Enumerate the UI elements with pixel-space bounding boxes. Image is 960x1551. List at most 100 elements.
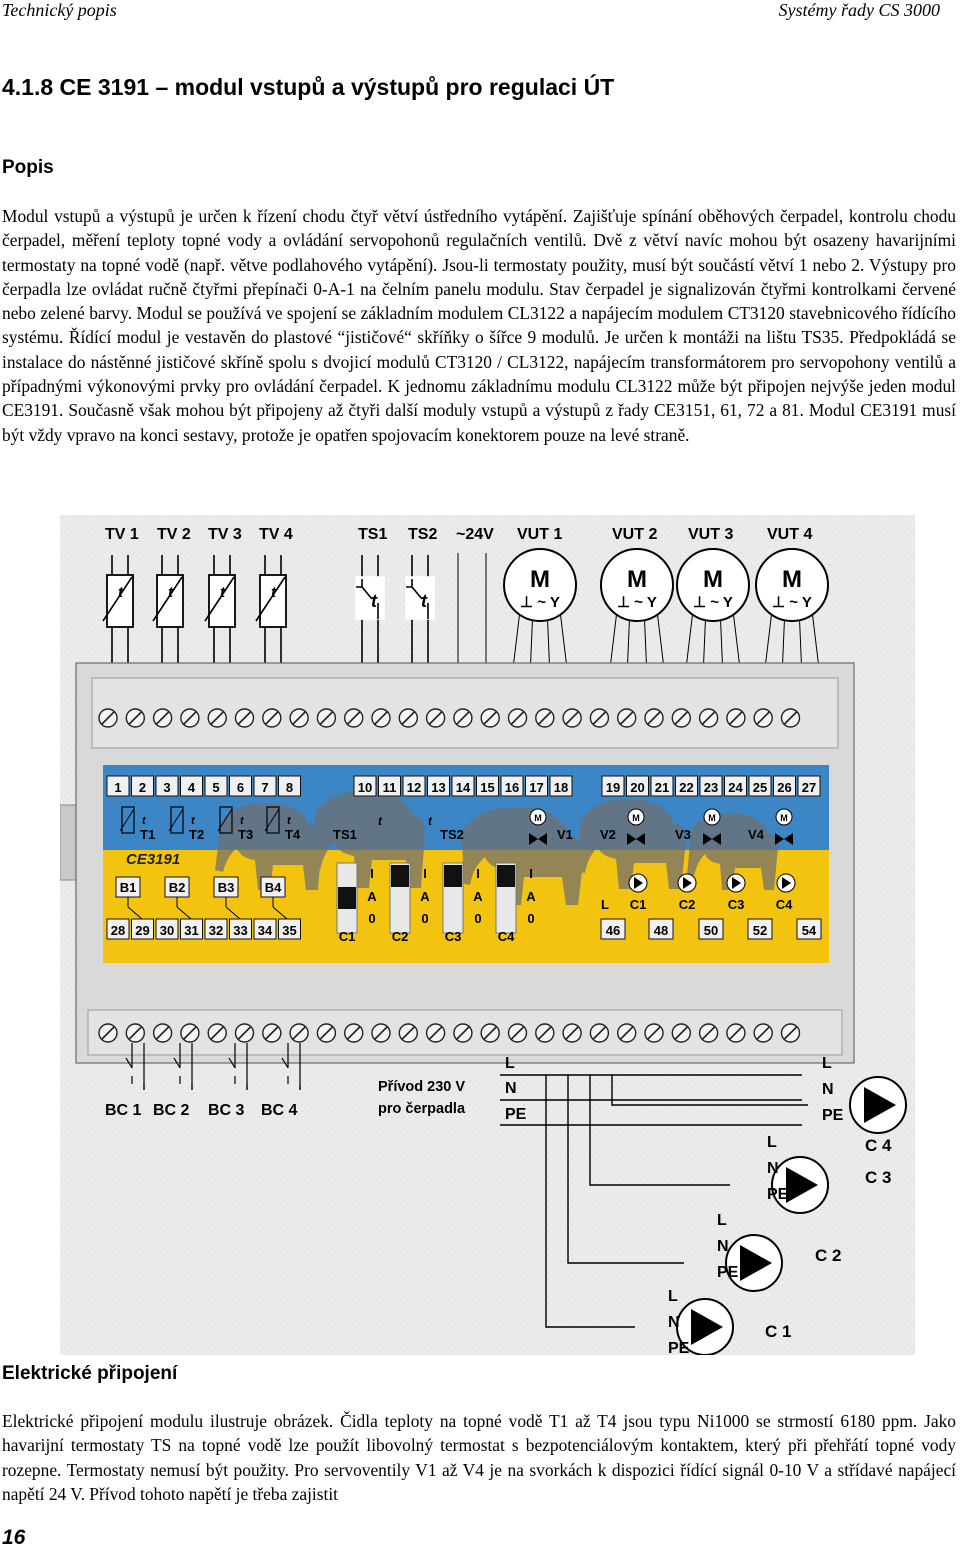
pump-feed-wire [567, 1075, 684, 1264]
screw-slot [183, 1026, 197, 1040]
motor-row: M⊥ ~ YM⊥ ~ YM⊥ ~ YM⊥ ~ Y [503, 548, 829, 678]
pump-wire-label-N: N [822, 1081, 834, 1098]
panel-sensor-letter: t [240, 815, 245, 827]
switch-pos-1: I [476, 866, 480, 881]
screw-slot [783, 711, 798, 725]
terminal-number: 34 [258, 923, 273, 938]
led-triangle [634, 877, 643, 889]
panel-valve-motor-icon [529, 808, 547, 826]
screw-slot [401, 711, 415, 725]
supply-label-2: pro čerpadla [378, 1101, 466, 1117]
panel-valve-icon [529, 833, 547, 845]
screw-slot [210, 1026, 224, 1040]
supply-label-1: Přívod 230 V [378, 1079, 465, 1095]
panel-valve-motor-letter: M [632, 813, 640, 823]
motor-terminals: ⊥ ~ Y [693, 594, 733, 611]
panel-valve-icon [627, 833, 645, 845]
sensor-letter: t [118, 584, 124, 601]
panel-thermostat-letter: t [378, 814, 383, 828]
motor-terminals: ⊥ ~ Y [617, 594, 657, 611]
c-switch-label: C1 [339, 929, 356, 944]
paragraph-elektricke-pripojeni: Elektrické připojení modulu ilustruje ob… [2, 1411, 956, 1504]
pump-triangle [786, 1167, 818, 1203]
switch-pos-a: A [473, 889, 483, 904]
thermostat-bg [355, 576, 385, 620]
panel-sensor-diagonal [264, 808, 280, 832]
terminal-number-box [549, 775, 573, 797]
page-number: 16 [2, 1526, 26, 1549]
switch-pos-0: 0 [368, 911, 375, 926]
ntc-sensor-icon [208, 574, 236, 628]
pump-label: C 4 [865, 1136, 892, 1155]
switch-pos-0: 0 [527, 911, 534, 926]
terminal-number-box [427, 775, 450, 797]
ntc-sensor-icon [259, 574, 287, 628]
screw-slot [374, 1026, 388, 1040]
panel-ts2-label: TS2 [440, 827, 464, 842]
pump-wire-label-PE: PE [668, 1340, 690, 1355]
screw-slot [265, 1026, 279, 1040]
pump-label: C 1 [765, 1322, 791, 1341]
pump-label: C 2 [815, 1246, 841, 1265]
sensor-diagonal [102, 576, 133, 622]
terminal-number-box [724, 775, 747, 797]
panel-sensor-diagonal [217, 808, 233, 832]
pump-feed-wire [611, 1075, 808, 1106]
terminal-number-box [796, 918, 822, 940]
panel-valve-label: V3 [675, 827, 691, 842]
motor-icon [676, 548, 750, 622]
terminal-number-box [131, 918, 154, 940]
panel-valve-label: V1 [557, 827, 573, 842]
panel-ts1-label: TS1 [333, 827, 357, 842]
motor-icon [503, 548, 577, 622]
terminal-number-box [106, 918, 130, 940]
thermostat-bg [405, 576, 435, 620]
led-triangle [732, 877, 741, 889]
pump-triangle [864, 1087, 896, 1123]
screw-slot [292, 711, 306, 725]
panel-sensor-icon [121, 806, 135, 834]
screw-slot [674, 711, 688, 725]
switch-pos-1: I [423, 866, 427, 881]
motor-icon [600, 548, 674, 622]
panel-valve-motor-icon [703, 808, 721, 826]
terminal-number: 22 [679, 780, 693, 795]
screw-slot [647, 711, 661, 725]
terminal-number: 52 [753, 923, 767, 938]
label-tv4: TV 4 [259, 526, 293, 543]
screw-row-top [98, 708, 801, 728]
panel-sensor-icon [266, 806, 280, 834]
pump-wire-label-N: N [668, 1314, 680, 1331]
terminal-number: 28 [111, 923, 125, 938]
terminal-number-box [402, 775, 426, 797]
screw-slot [510, 1026, 525, 1040]
panel-valve-motor-letter: M [708, 813, 716, 823]
terminal-number: 14 [456, 780, 471, 795]
screw-slot [729, 1026, 743, 1040]
terminal-number-box [773, 775, 796, 797]
panel-valve-label: V4 [748, 827, 765, 842]
panel-valve-label: V2 [600, 827, 616, 842]
screw-slot [592, 711, 606, 725]
motor-letter: M [703, 566, 723, 593]
terminal-number-box [500, 775, 524, 797]
led-triangle [683, 877, 692, 889]
panel-sensor-diagonal [119, 808, 135, 832]
screw-slot [265, 711, 279, 725]
terminal-number-box [675, 775, 698, 797]
screw-slot [483, 711, 497, 725]
screw-slot [319, 711, 333, 725]
terminal-number-box [648, 918, 674, 940]
screw-slot [101, 1026, 115, 1040]
motor-letter: M [782, 566, 802, 593]
panel-valve-motor-icon [775, 808, 793, 826]
motor-terminals: ⊥ ~ Y [520, 594, 560, 611]
screw-slot [156, 711, 170, 725]
terminal-number: 2 [139, 780, 146, 795]
pump-wire-label-PE: PE [822, 1107, 844, 1124]
thermostat-letter: t [421, 591, 428, 611]
paragraph-popis: Modul vstupů a výstupů je určen k řízení… [2, 206, 956, 445]
terminal-number: 10 [358, 780, 372, 795]
bc-contact-icon [125, 1057, 145, 1084]
terminal-number-box [797, 775, 821, 797]
